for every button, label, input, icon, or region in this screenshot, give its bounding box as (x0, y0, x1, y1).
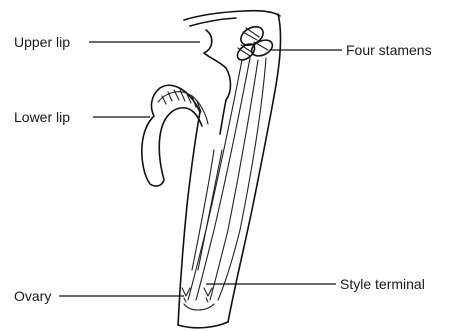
label-upper-lip: Upper lip (14, 34, 70, 50)
stamen-anthers (234, 23, 274, 63)
lower-lip (142, 85, 208, 186)
label-style-terminal: Style terminal (340, 276, 425, 292)
label-lower-lip: Lower lip (14, 109, 70, 125)
label-four-stamens: Four stamens (346, 42, 432, 58)
label-ovary: Ovary (14, 288, 51, 304)
filaments (188, 58, 266, 300)
upper-lip (184, 11, 280, 134)
